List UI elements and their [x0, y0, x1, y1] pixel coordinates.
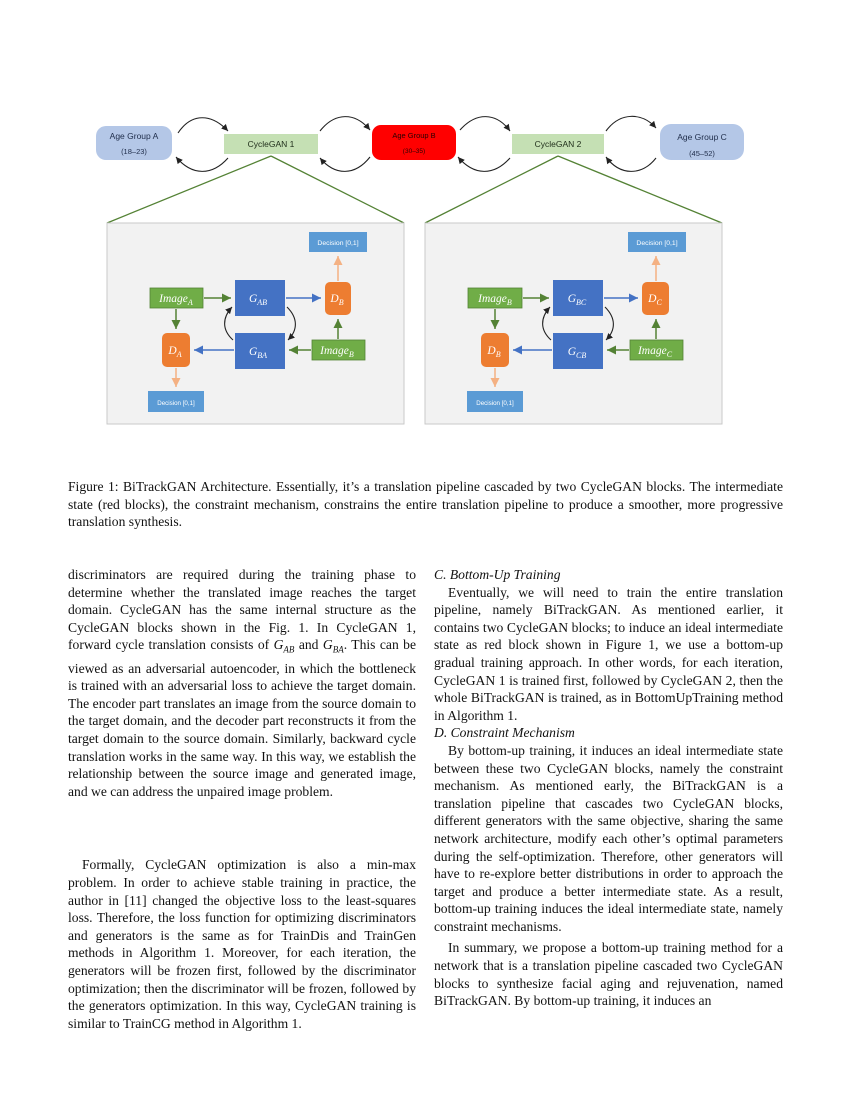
section-d-paragraph-2: In summary, we propose a bottom-up train…: [434, 940, 783, 1009]
generator-bc-box: [553, 280, 603, 316]
figure-caption: Figure 1: BiTrackGAN Architecture. Essen…: [68, 479, 783, 530]
cyclegan-2-label: CycleGAN 2: [535, 139, 582, 149]
age-group-b-title: Age Group B: [392, 131, 435, 140]
discriminator-b-label: DB: [486, 345, 500, 359]
generator-ab-label: GAB: [249, 293, 267, 307]
panel-2-arrows: [490, 256, 661, 387]
architecture-figure: Age Group A (18–23) CycleGAN 1 Age Group…: [96, 115, 744, 425]
decision-bottom-box: [148, 391, 204, 412]
discriminator-c-label: DC: [647, 293, 662, 307]
decision-bottom-label: Decision [0,1]: [476, 400, 514, 407]
discriminator-a-box: [162, 333, 190, 367]
age-group-b-box: Age Group B (30–35): [372, 125, 456, 160]
decision-bottom-label: Decision [0,1]: [157, 400, 195, 407]
age-group-a-box: Age Group A (18–23): [96, 126, 172, 160]
age-group-c-title: Age Group C: [677, 132, 727, 142]
cyclegan-2-box: CycleGAN 2: [512, 134, 604, 154]
image-a-label: ImageA: [158, 293, 193, 307]
decision-top-label: Decision [0,1]: [317, 240, 358, 247]
image-c-label: ImageC: [637, 345, 673, 359]
left-paragraph-2: Formally, CycleGAN optimization is also …: [68, 857, 416, 1031]
math-g-ba: GBA: [322, 637, 344, 656]
generator-ba-box: [235, 333, 285, 369]
discriminator-b-box: [481, 333, 509, 367]
left-column: discriminators are required during the t…: [68, 566, 416, 1032]
zoom-lines: [106, 155, 723, 224]
left-paragraph-1: discriminators are required during the t…: [68, 567, 416, 799]
generator-cb-box: [553, 333, 603, 369]
discriminator-a-label: DA: [167, 345, 181, 359]
age-group-c-range: (45–52): [689, 149, 715, 158]
math-g-ab: GAB: [273, 637, 295, 656]
generator-ba-label: GBA: [249, 346, 267, 360]
generator-cb-label: GCB: [568, 346, 587, 360]
section-d-heading: D. Constraint Mechanism: [434, 725, 575, 741]
image-b-box: [311, 339, 366, 361]
image-b-box: [467, 287, 523, 309]
decision-top-label: Decision [0,1]: [636, 240, 677, 247]
decision-top-box: [309, 232, 367, 252]
image-b-label: ImageB: [477, 293, 512, 307]
generator-bc-label: GBC: [568, 293, 587, 307]
age-group-a-range: (18–23): [121, 147, 147, 156]
section-c-paragraph: Eventually, we will need to train the en…: [434, 584, 783, 723]
decision-top-box: [628, 232, 686, 252]
image-b-label: ImageB: [319, 345, 354, 359]
age-group-c-box: Age Group C (45–52): [660, 124, 744, 160]
cyclegan-2-panel: Decision [0,1] Decision [0,1] ImageB GBC…: [424, 222, 723, 425]
age-group-b-range: (30–35): [403, 148, 425, 155]
cyclegan-1-panel: Decision [0,1] Decision [0,1] ImageA GAB…: [106, 222, 405, 425]
image-a-box: [149, 287, 204, 309]
section-c-heading: C. Bottom-Up Training: [434, 567, 561, 582]
discriminator-b-box: [325, 282, 351, 315]
generator-ab-box: [235, 280, 285, 316]
panel-1-arrows: [171, 256, 343, 387]
right-column: C. Bottom-Up Training Eventually, we wil…: [434, 566, 783, 1010]
top-cycle-arrows: [175, 115, 657, 172]
cyclegan-1-label: CycleGAN 1: [248, 139, 295, 149]
decision-bottom-box: [467, 391, 523, 412]
discriminator-b-label: DB: [329, 293, 343, 307]
image-c-box: [629, 339, 684, 361]
discriminator-c-box: [642, 282, 669, 315]
section-d-paragraph-1: By bottom-up training, it induces an ide…: [434, 742, 783, 934]
cyclegan-1-box: CycleGAN 1: [224, 134, 318, 154]
age-group-a-title: Age Group A: [110, 131, 159, 141]
